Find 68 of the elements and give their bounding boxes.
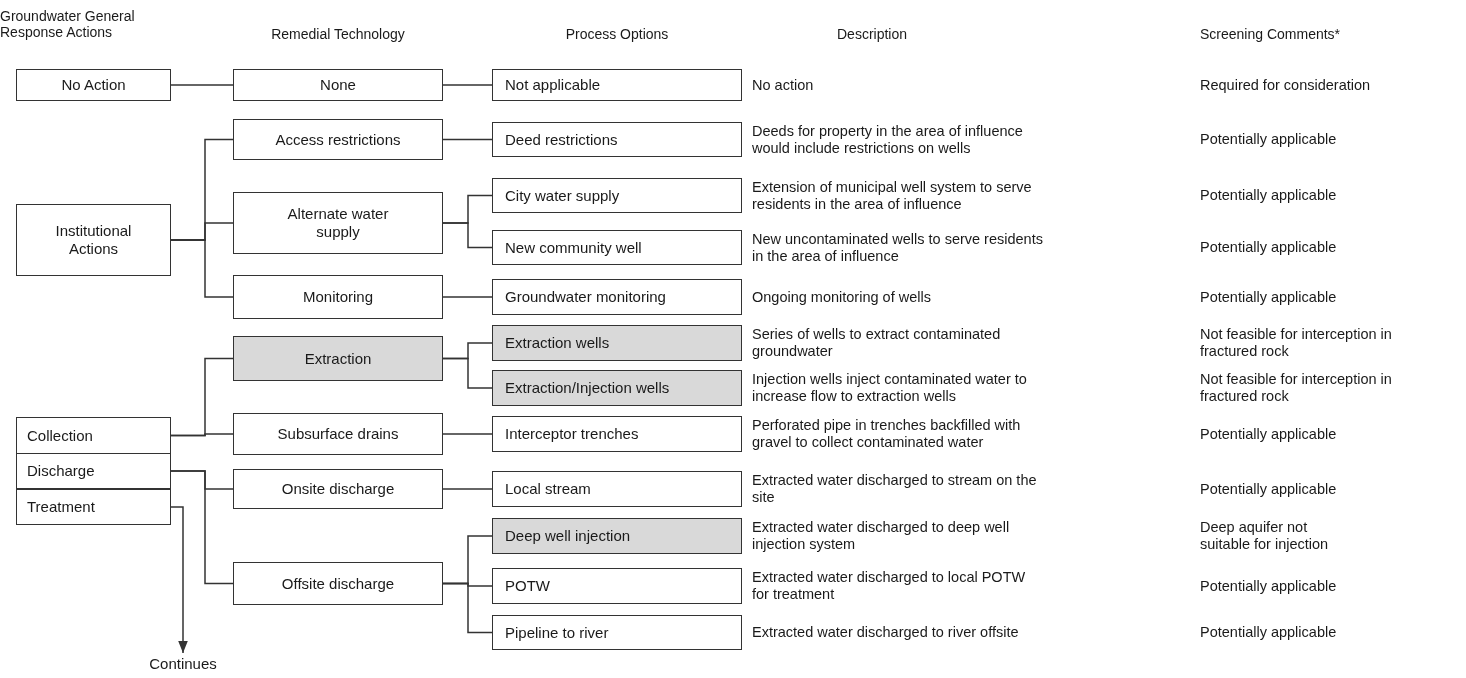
connector-line: [170, 470, 234, 585]
screening-comment: Potentially applicable: [1200, 239, 1337, 256]
column-header: Groundwater General Response Actions: [0, 8, 136, 41]
description-text: Extension of municipal well system to serve residents in the area of influence: [752, 178, 1033, 213]
process-box: Treatment: [16, 489, 171, 525]
connector-line: [442, 222, 493, 249]
connector-line: [442, 433, 493, 435]
screening-comment: Not feasible for interception in fractured rock: [1200, 326, 1393, 360]
column-header: Process Options: [564, 26, 670, 43]
description-text: Extracted water discharged to deep well injection system: [752, 519, 1011, 553]
process-box: Groundwater monitoring: [492, 279, 742, 315]
description-text: Deeds for property in the area of influence would include restrictions on wells: [752, 122, 1024, 157]
screening-comment: Potentially applicable: [1200, 187, 1337, 204]
process-box: Deep well injection: [492, 518, 742, 554]
process-box: Discharge: [16, 453, 171, 489]
process-box: Extraction wells: [492, 325, 742, 361]
screening-comment: Deep aquifer not suitable for injection: [1200, 519, 1330, 553]
connector-line: [442, 84, 493, 86]
process-box: Local stream: [492, 471, 742, 507]
column-header: Description: [836, 26, 908, 43]
process-box: Not applicable: [492, 69, 742, 101]
process-box: Extraction/Injection wells: [492, 370, 742, 406]
description-text: Injection wells inject contaminated water to increase flow to extraction wells: [752, 371, 1028, 405]
arrow: [170, 506, 188, 654]
screening-comment: Potentially applicable: [1200, 624, 1337, 641]
description-text: Ongoing monitoring of wells: [752, 288, 931, 306]
continuation-label: Continues: [138, 653, 228, 675]
process-box: New community well: [492, 230, 742, 265]
screening-comment: Potentially applicable: [1200, 425, 1337, 443]
process-box: Offsite discharge: [233, 562, 443, 605]
column-header: Screening Comments*: [1200, 26, 1342, 43]
connector-line: [170, 433, 234, 437]
connector-line: [442, 582, 493, 634]
description-text: Series of wells to extract contaminated groundwater: [752, 326, 1002, 360]
process-box: Monitoring: [233, 275, 443, 319]
process-box: Pipeline to river: [492, 615, 742, 650]
screening-comment: Required for consideration: [1200, 76, 1371, 94]
description-text: No action: [752, 76, 814, 94]
process-box: POTW: [492, 568, 742, 604]
process-box: Alternate water supply: [233, 192, 443, 254]
screening-comment: Potentially applicable: [1200, 480, 1337, 498]
process-box: Collection: [16, 417, 171, 454]
connector-line: [442, 296, 493, 298]
process-box: Access restrictions: [233, 119, 443, 160]
screening-comment: Not feasible for interception in fractured rock: [1200, 371, 1393, 405]
process-box: None: [233, 69, 443, 101]
screening-comment: Potentially applicable: [1200, 131, 1337, 148]
process-box: Institutional Actions: [16, 204, 171, 276]
connector-line: [442, 488, 493, 490]
process-box: Onsite discharge: [233, 469, 443, 509]
connector-line: [170, 239, 234, 298]
connector-line: [442, 138, 493, 141]
description-text: New uncontaminated wells to serve residents in the area of influence: [752, 230, 1044, 265]
description-text: Extracted water discharged to river offsite: [752, 624, 1019, 641]
process-box: Extraction: [233, 336, 443, 381]
description-text: Extracted water discharged to local POTW for treatment: [752, 569, 1027, 603]
process-box: No Action: [16, 69, 171, 101]
connector-line: [170, 84, 234, 86]
process-box: Deed restrictions: [492, 122, 742, 157]
connector-line: [442, 357, 493, 389]
description-text: Extracted water discharged to stream on the site: [752, 472, 1038, 506]
screening-comment: Potentially applicable: [1200, 288, 1337, 306]
screening-comment: Potentially applicable: [1200, 577, 1337, 595]
process-box: City water supply: [492, 178, 742, 213]
description-text: Perforated pipe in trenches backfilled with gravel to collect contaminated water: [752, 417, 1022, 451]
column-header: Remedial Technology: [270, 26, 406, 43]
process-box: Interceptor trenches: [492, 416, 742, 452]
process-box: Subsurface drains: [233, 413, 443, 455]
